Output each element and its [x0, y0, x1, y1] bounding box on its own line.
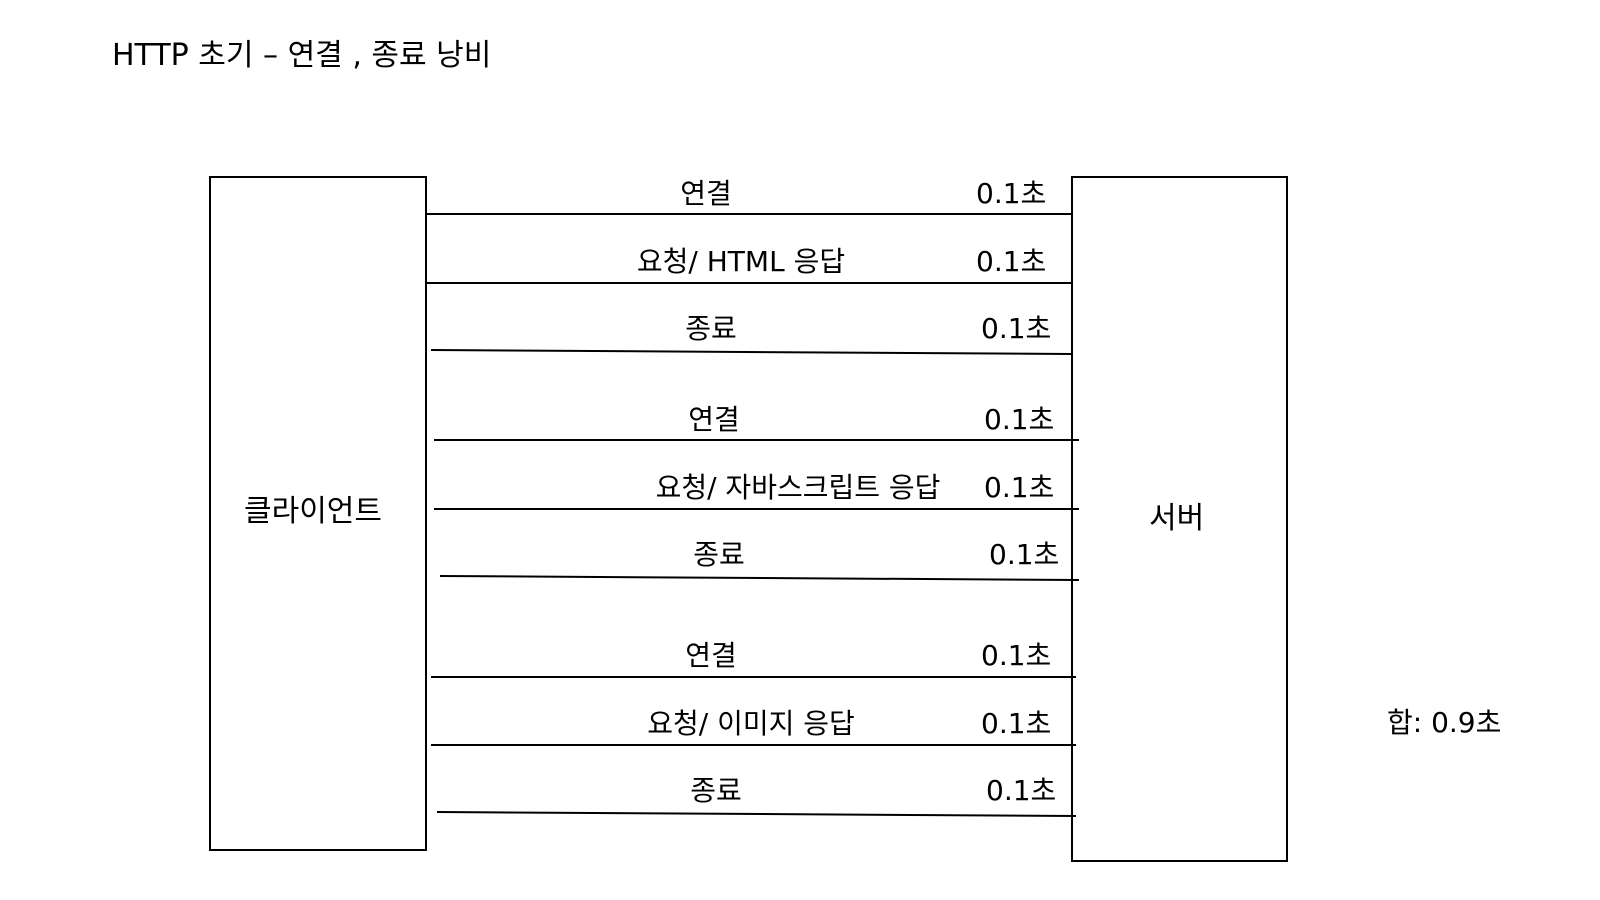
message-time: 0.1초 [984, 403, 1055, 436]
message-time: 0.1초 [976, 177, 1047, 210]
message-label: 요청/ 자바스크립트 응답 [655, 471, 941, 504]
message-label: 종료 [690, 774, 742, 807]
message-time: 0.1초 [984, 471, 1055, 504]
message-label: 요청/ HTML 응답 [636, 245, 846, 278]
message-time: 0.1초 [981, 639, 1052, 672]
message-line [439, 575, 1080, 581]
message-line [436, 811, 1077, 817]
message-time: 0.1초 [989, 538, 1060, 571]
server-box [1071, 176, 1288, 862]
message-label: 종료 [693, 538, 745, 571]
message-time: 0.1초 [976, 245, 1047, 278]
message-line [430, 349, 1072, 355]
message-time: 0.1초 [986, 774, 1057, 807]
client-label: 클라이언트 [244, 494, 382, 529]
message-time: 0.1초 [981, 312, 1052, 345]
server-label: 서버 [1149, 501, 1205, 536]
message-label: 연결 [680, 177, 732, 210]
message-label: 종료 [685, 312, 737, 345]
client-box [209, 176, 427, 851]
message-label: 연결 [688, 403, 740, 436]
total-time: 합: 0.9초 [1387, 706, 1502, 739]
page-title: HTTP 초기 – 연결 , 종료 낭비 [112, 38, 492, 73]
message-time: 0.1초 [981, 707, 1052, 740]
message-label: 연결 [685, 639, 737, 672]
message-label: 요청/ 이미지 응답 [647, 707, 855, 740]
